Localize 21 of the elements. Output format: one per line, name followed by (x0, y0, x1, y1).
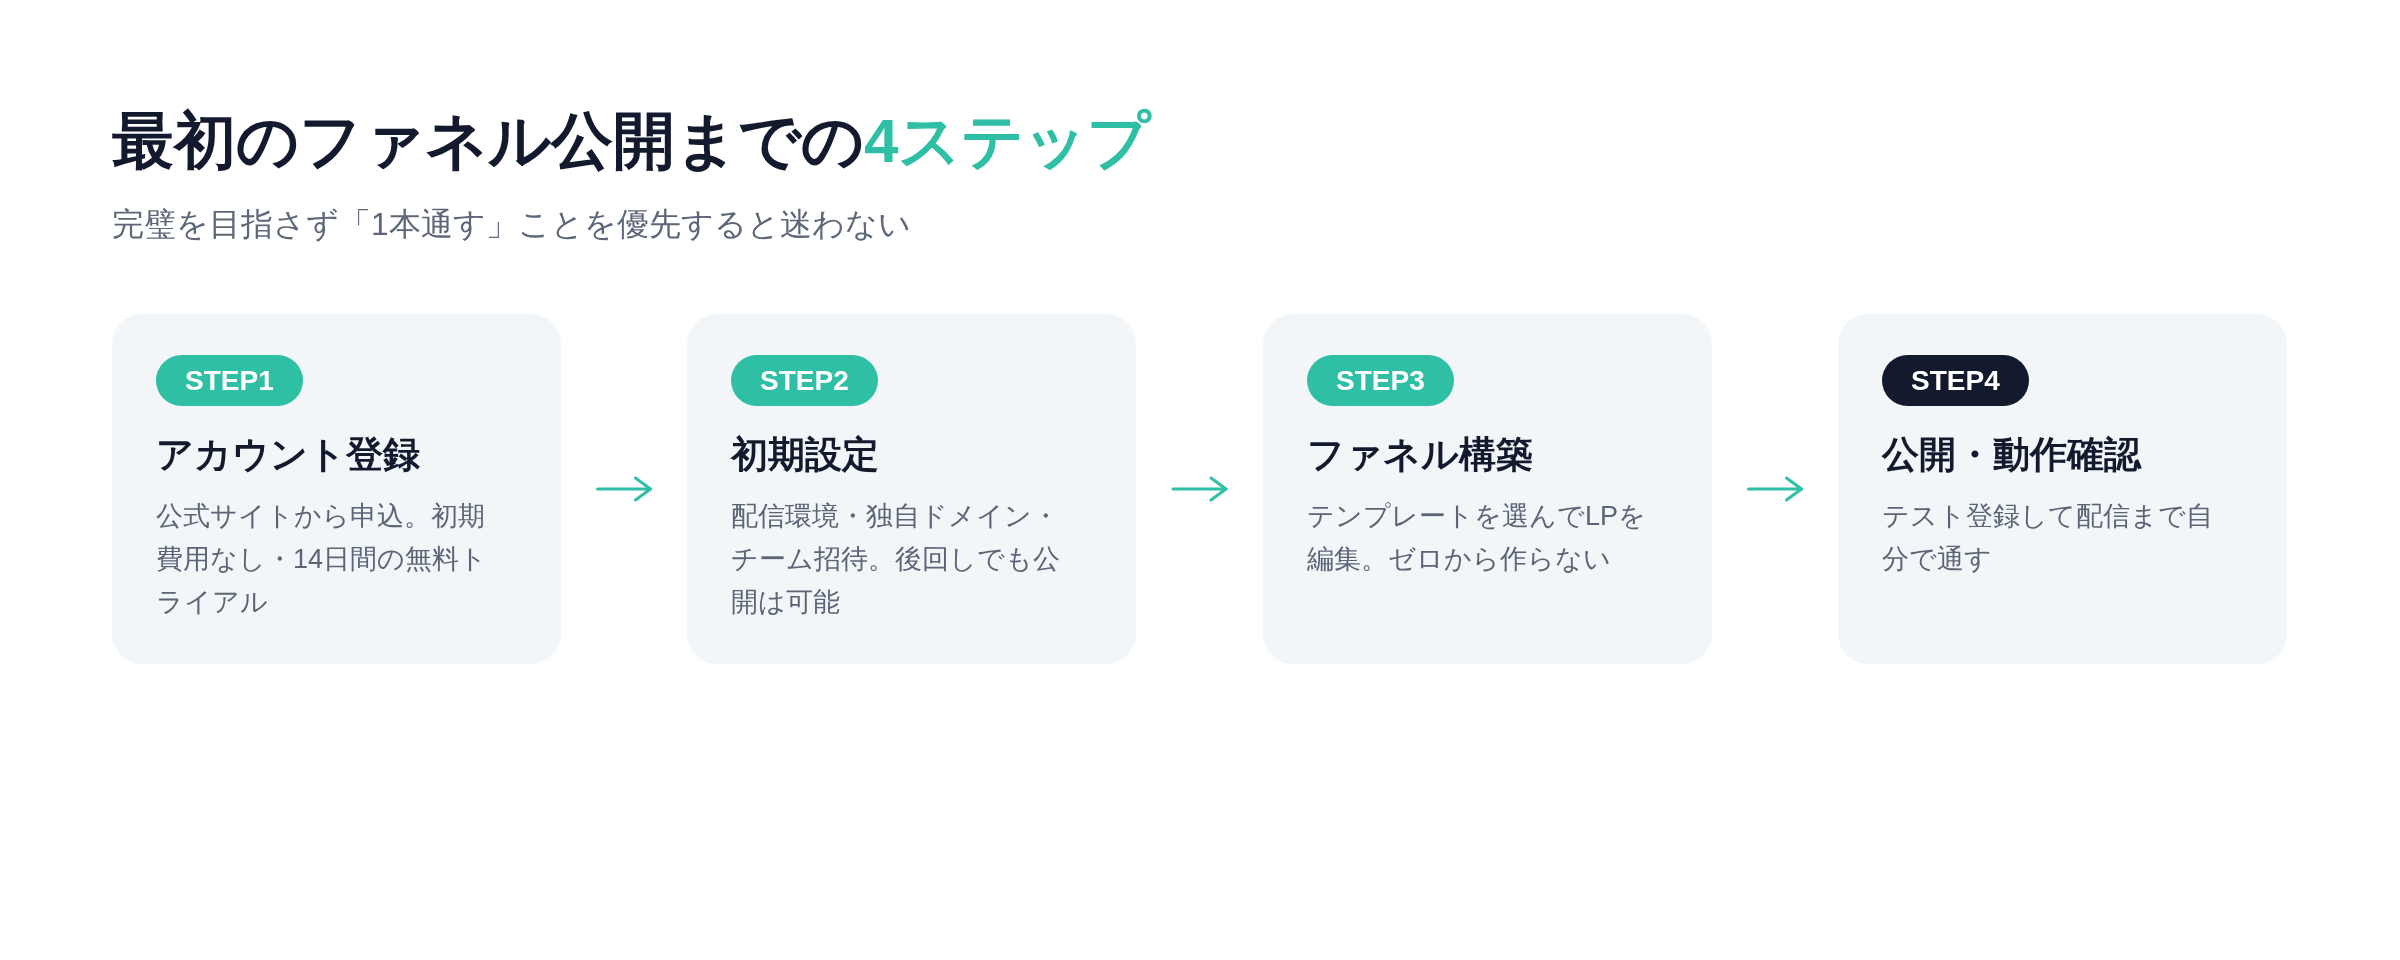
step-heading: 公開・動作確認 (1882, 433, 2141, 477)
step-badge: STEP3 (1307, 355, 1454, 406)
step-description: 公式サイトから申込。初期費用なし・14日間の無料トライアル (156, 500, 489, 619)
arrow (596, 476, 652, 502)
step-description: 配信環境・独自ドメイン・チーム招待。後回しでも公開は可能 (731, 500, 1061, 619)
step-card (687, 314, 1136, 664)
step-badge: STEP2 (731, 355, 878, 406)
step-heading: 初期設定 (731, 433, 879, 477)
step-card (1263, 314, 1712, 664)
step-heading: アカウント登録 (156, 433, 420, 477)
subtitle: 完璧を目指さず「1本通す」ことを優先すると迷わない (112, 205, 911, 244)
step-card (1838, 314, 2287, 664)
arrow (1747, 476, 1803, 502)
step-heading: ファネル構築 (1307, 433, 1533, 477)
step-card (112, 314, 561, 664)
title: 最初のファネル公開までの4ステップ (112, 105, 1151, 177)
arrow (1171, 476, 1228, 502)
step-description: テンプレートを選んでLPを編集。ゼロから作らない (1307, 500, 1648, 576)
step-description: テスト登録して配信まで自分で通す (1882, 500, 2214, 576)
step-badge: STEP4 (1882, 355, 2029, 406)
step-badge: STEP1 (156, 355, 303, 406)
